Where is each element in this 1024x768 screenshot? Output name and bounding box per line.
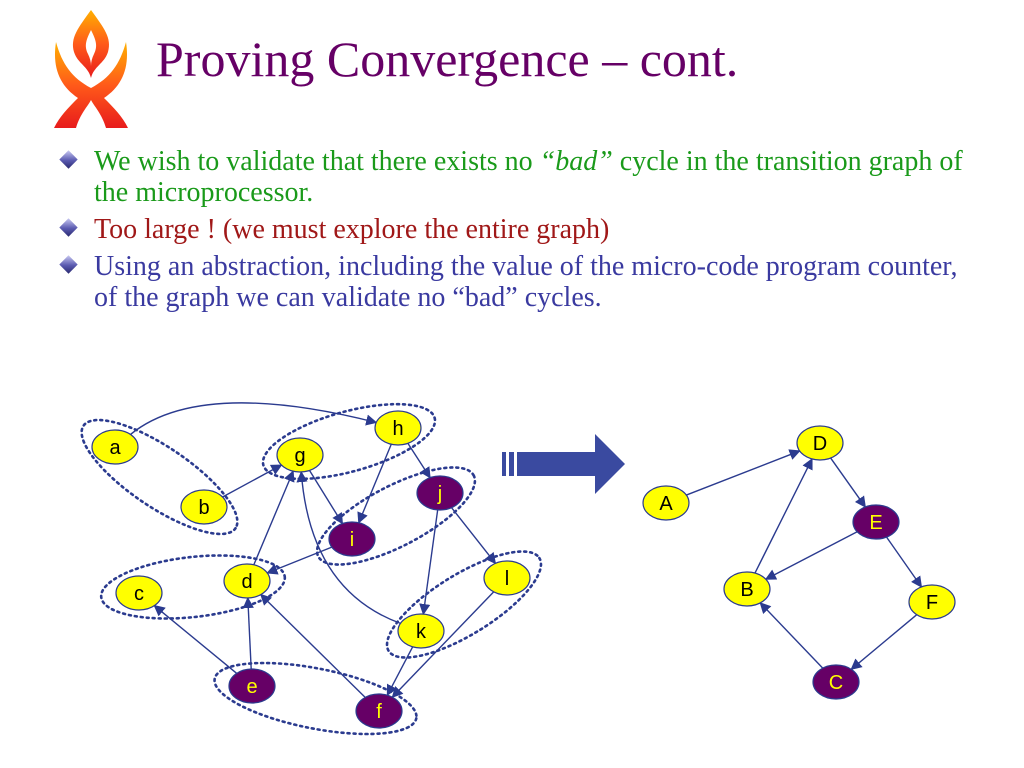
node-shape <box>812 664 860 700</box>
node-shape <box>908 584 956 620</box>
abstraction-arrow-icon <box>502 434 625 494</box>
node-label: A <box>659 493 673 515</box>
node-shape <box>397 613 445 649</box>
node-shape <box>355 693 403 729</box>
graph-nodes: a b c d e f g h i j k l A B C D E F <box>91 410 956 729</box>
node-label: D <box>813 433 827 455</box>
node-f: f <box>355 693 403 729</box>
node-label: b <box>198 497 209 519</box>
bullet-item: We wish to validate that there exists no… <box>58 146 978 208</box>
edge-A-D <box>686 449 801 496</box>
node-label: j <box>437 483 442 505</box>
bullet-text-pre: We wish to validate that there exists no <box>94 146 540 177</box>
group-ellipses <box>80 402 543 736</box>
group-ellipse-e-f <box>213 661 418 736</box>
node-a: a <box>91 429 139 465</box>
node-label: B <box>740 579 753 601</box>
node-label: c <box>134 583 144 605</box>
node-i: i <box>328 521 376 557</box>
university-logo <box>54 10 128 128</box>
edge-E-B <box>764 531 858 580</box>
node-b: b <box>180 489 228 525</box>
node-shape <box>115 575 163 611</box>
edge-k-g <box>296 470 401 625</box>
edge-E-F <box>885 536 923 588</box>
node-label: F <box>926 592 938 614</box>
node-j: j <box>416 475 464 511</box>
node-shape <box>276 437 324 473</box>
node-e: e <box>228 668 276 704</box>
node-shape <box>796 425 844 461</box>
group-ellipse-g-h <box>261 402 437 481</box>
edge-j-l <box>451 507 497 565</box>
edge-i-d <box>266 546 333 575</box>
node-shape <box>91 429 139 465</box>
node-label: E <box>869 512 882 534</box>
bullet-text-post: cycle in the transition graph of the mic… <box>94 146 963 208</box>
node-shape <box>374 410 422 446</box>
edge-e-d <box>242 596 254 670</box>
edge-d-g <box>253 470 295 566</box>
edge-b-g <box>222 464 283 498</box>
node-A: A <box>642 485 690 521</box>
node-F: F <box>908 584 956 620</box>
edge-j-k <box>419 509 439 616</box>
edge-C-B <box>759 602 824 669</box>
node-c: c <box>115 575 163 611</box>
group-ellipse-c-d <box>99 554 287 620</box>
group-ellipse-a-b <box>80 418 239 536</box>
group-ellipse-k-l <box>385 550 543 659</box>
edge-F-C <box>850 614 918 670</box>
node-label: k <box>416 621 427 643</box>
bullet-list: We wish to validate that there exists no… <box>58 146 978 319</box>
node-k: k <box>397 613 445 649</box>
node-shape <box>180 489 228 525</box>
edge-a-h <box>130 402 378 435</box>
node-l: l <box>483 560 531 596</box>
graph-edges <box>130 402 923 698</box>
node-label: a <box>109 437 121 459</box>
node-label: l <box>505 568 509 590</box>
bullet-item: Too large ! (we must explore the entire … <box>58 214 978 245</box>
node-label: C <box>829 672 843 694</box>
node-C: C <box>812 664 860 700</box>
node-g: g <box>276 437 324 473</box>
node-shape <box>483 560 531 596</box>
node-label: d <box>241 571 252 593</box>
node-B: B <box>723 571 771 607</box>
node-d: d <box>223 563 271 599</box>
slide-title: Proving Convergence – cont. <box>156 31 739 87</box>
node-shape <box>416 475 464 511</box>
bullet-text: Too large ! (we must explore the entire … <box>94 214 610 245</box>
node-label: e <box>246 676 257 698</box>
node-D: D <box>796 425 844 461</box>
node-shape <box>328 521 376 557</box>
node-shape <box>223 563 271 599</box>
edge-k-f <box>386 646 414 697</box>
node-shape <box>642 485 690 521</box>
edge-l-f <box>391 591 495 698</box>
node-shape <box>228 668 276 704</box>
bullet-item: Using an abstraction, including the valu… <box>58 251 978 313</box>
edge-g-i <box>308 470 344 525</box>
edge-h-j <box>407 442 431 479</box>
node-label: h <box>392 418 403 440</box>
edge-D-E <box>830 457 866 508</box>
edge-f-d <box>260 593 366 698</box>
node-label: f <box>376 701 382 723</box>
node-E: E <box>852 504 900 540</box>
node-shape <box>852 504 900 540</box>
edge-h-i <box>357 443 392 524</box>
group-ellipse-i-j <box>315 466 477 566</box>
node-label: g <box>294 445 305 467</box>
bullet-text-emph: “bad” <box>539 146 613 177</box>
bullet-text: Using an abstraction, including the valu… <box>94 251 958 313</box>
edge-B-D <box>754 457 813 574</box>
node-shape <box>723 571 771 607</box>
node-h: h <box>374 410 422 446</box>
edge-e-c <box>153 604 238 674</box>
node-label: i <box>350 529 354 551</box>
